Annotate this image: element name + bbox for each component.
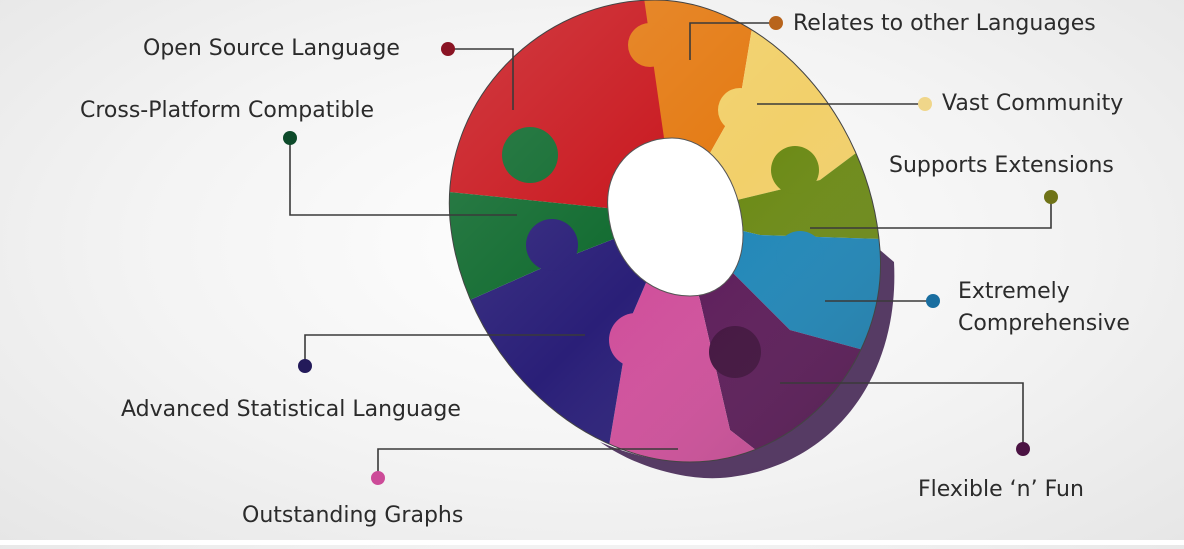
dot-outstanding <box>371 471 385 485</box>
leader-advanced <box>304 334 585 366</box>
leader-cross <box>289 138 517 216</box>
dot-relates <box>769 16 783 30</box>
label-advanced-statistical: Advanced Statistical Language <box>121 397 461 422</box>
leader-extensions <box>810 197 1052 229</box>
dot-advanced <box>298 359 312 373</box>
leader-relates <box>689 22 776 60</box>
ring-side <box>600 250 895 479</box>
leader-outstanding <box>377 448 678 478</box>
label-cross-platform: Cross-Platform Compatible <box>80 98 375 123</box>
label-relates: Relates to other Languages <box>793 11 1096 36</box>
leader-flexible <box>780 382 1024 449</box>
dot-open-source <box>441 42 455 56</box>
footer-band <box>0 540 1184 545</box>
dot-cross <box>283 131 297 145</box>
label-extremely: Extremely <box>958 279 1070 304</box>
label-outstanding-graphs: Outstanding Graphs <box>242 503 464 528</box>
dot-extensions <box>1044 190 1058 204</box>
leader-open-source <box>448 48 514 110</box>
label-supports-extensions: Supports Extensions <box>889 153 1114 178</box>
dot-flexible <box>1016 442 1030 456</box>
ring-outer-rim <box>448 0 881 463</box>
leader-lines <box>289 22 1052 478</box>
label-comprehensive: Comprehensive <box>958 311 1130 336</box>
label-flexible: Flexible ‘n’ Fun <box>918 477 1084 502</box>
dot-extremely <box>926 294 940 308</box>
ring-centre-hole <box>607 137 744 297</box>
label-vast-community: Vast Community <box>942 91 1124 116</box>
dot-vast <box>918 97 932 111</box>
label-open-source: Open Source Language <box>143 36 400 61</box>
